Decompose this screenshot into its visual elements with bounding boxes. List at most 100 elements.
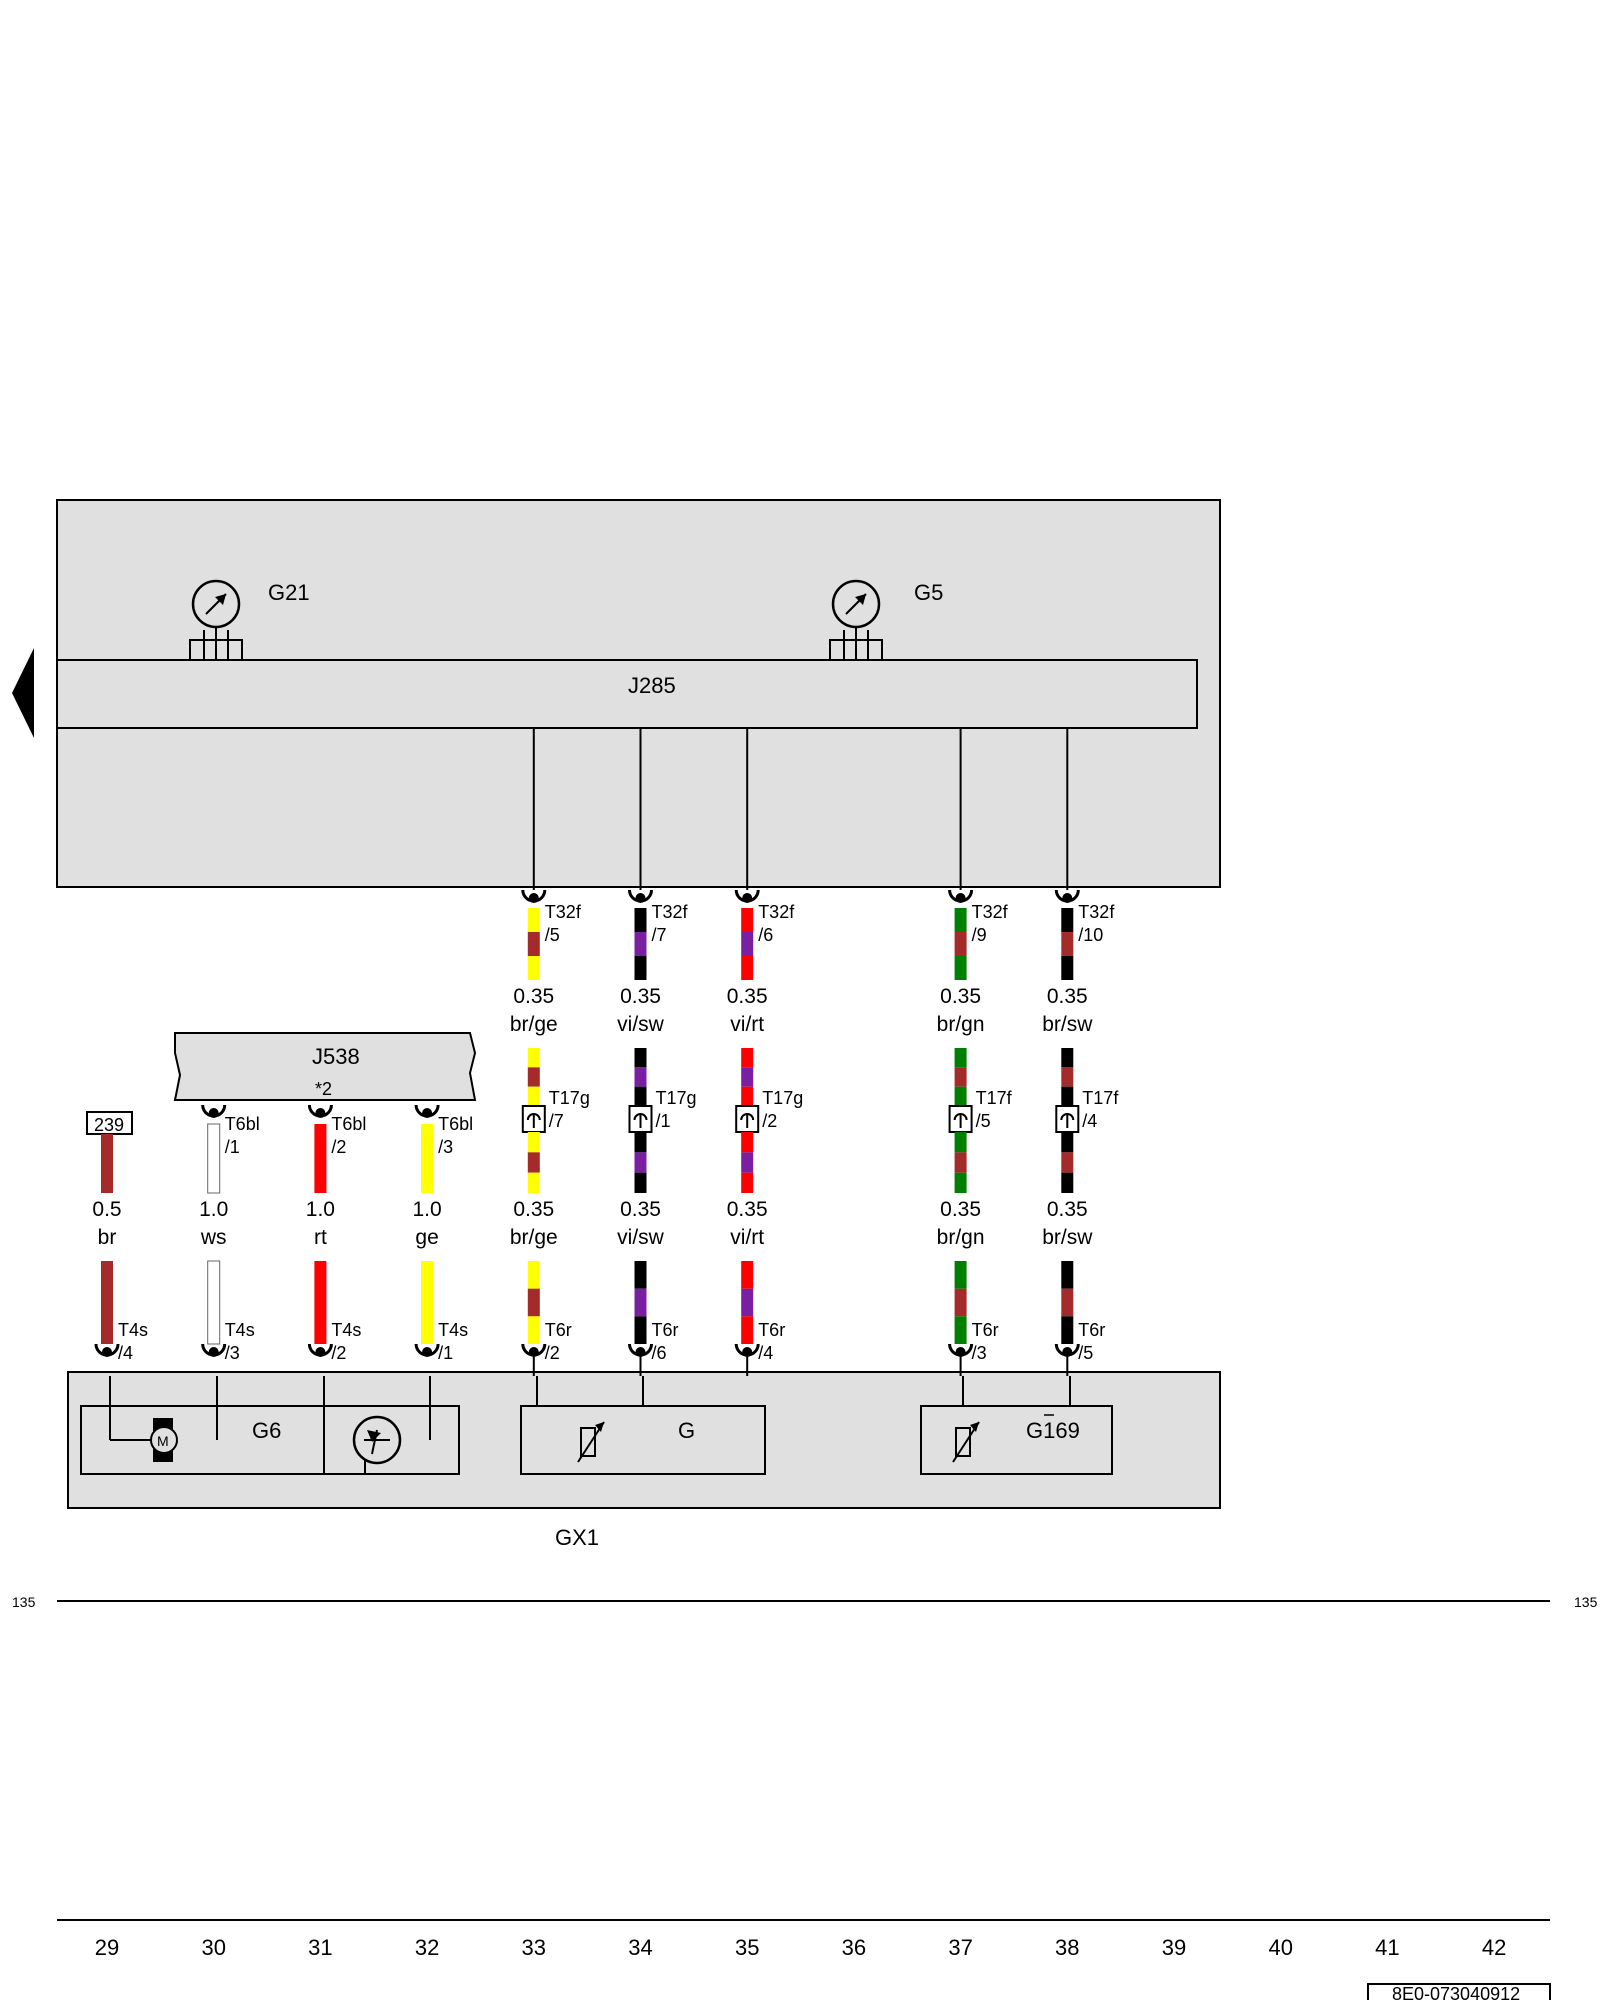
w38-lower-pin: /5 bbox=[1078, 1343, 1093, 1363]
w38-lower-socket-pin bbox=[1062, 1347, 1073, 1357]
w35-upper-stripe-a bbox=[741, 908, 754, 932]
w29-lower-socket-pin bbox=[102, 1347, 112, 1357]
gx1-label: GX1 bbox=[555, 1525, 599, 1550]
w35-lower-conn: T6r bbox=[758, 1320, 785, 1340]
w32-top-pin: /3 bbox=[438, 1137, 453, 1157]
sender-g169-icon bbox=[952, 1376, 1071, 1463]
gauge-g21: G21 bbox=[189, 579, 310, 660]
w37-mid-upper-stripe-a bbox=[954, 1048, 967, 1068]
w38-lower-color: br/sw bbox=[1042, 1226, 1093, 1249]
ruler-number: 31 bbox=[308, 1935, 332, 1960]
w38-upper-stripe-b bbox=[1061, 956, 1074, 980]
w37-mid-conn: T17f bbox=[976, 1088, 1013, 1108]
ruler-number: 37 bbox=[948, 1935, 972, 1960]
w35-lower-pin: /4 bbox=[758, 1343, 773, 1363]
w38-lower-size: 0.35 bbox=[1047, 1198, 1088, 1221]
w32-top-socket-pin bbox=[422, 1108, 433, 1118]
ruler-number: 40 bbox=[1268, 1935, 1292, 1960]
w35-lower-size: 0.35 bbox=[727, 1198, 768, 1221]
w31-lower-pin: /2 bbox=[331, 1343, 346, 1363]
w37-mid-pin: /5 bbox=[976, 1111, 991, 1131]
w34-lower-conn: T6r bbox=[652, 1320, 679, 1340]
w30-top-conn: T6bl bbox=[225, 1114, 260, 1134]
w33-lower-pin: /2 bbox=[545, 1343, 560, 1363]
w35-mid-upper-stripe-a bbox=[741, 1048, 754, 1068]
w32-lower-pin: /1 bbox=[438, 1343, 453, 1363]
w30-top-pin: /1 bbox=[225, 1137, 240, 1157]
w35-upper-size: 0.35 bbox=[727, 985, 768, 1008]
w37-lower-size: 0.35 bbox=[940, 1198, 981, 1221]
w37-lower-pin: /3 bbox=[972, 1343, 987, 1363]
w35-lower-socket-pin bbox=[742, 1347, 753, 1357]
w38-lower-conn: T6r bbox=[1078, 1320, 1105, 1340]
w38-upper-socket-pin bbox=[1062, 893, 1073, 903]
w34-upper-base bbox=[634, 932, 647, 956]
w32-color: ge bbox=[415, 1226, 438, 1249]
j285-label: J285 bbox=[628, 673, 676, 698]
motor-icon: M bbox=[150, 1418, 178, 1462]
w37-mid-upper-stripe-b bbox=[954, 1086, 967, 1106]
w31-upper bbox=[314, 1124, 327, 1193]
w33-upper-color: br/ge bbox=[510, 1013, 558, 1036]
w38-upper-base bbox=[1061, 932, 1074, 956]
w31-lower-socket-pin bbox=[315, 1347, 326, 1357]
w37-lower-stripe-b bbox=[954, 1316, 967, 1344]
w38-lower-stripe-a bbox=[1061, 1261, 1074, 1289]
w33-upper-conn: T32f bbox=[545, 902, 582, 922]
w30-lower-socket-pin bbox=[208, 1347, 219, 1357]
page-ref-right: 135 bbox=[1574, 1594, 1598, 1610]
w35-upper-pin: /6 bbox=[758, 925, 773, 945]
ruler-number: 30 bbox=[201, 1935, 225, 1960]
w34-lower-stripe-b bbox=[634, 1316, 647, 1344]
w32-upper bbox=[421, 1124, 434, 1193]
w30-top-socket-pin bbox=[208, 1108, 219, 1118]
w37-upper-size: 0.35 bbox=[940, 985, 981, 1008]
w34-upper-socket-pin bbox=[635, 893, 646, 903]
w34-lower-stripe-a bbox=[634, 1261, 647, 1289]
w35-mid-upper-stripe-b bbox=[741, 1086, 754, 1106]
w38-mid-pin: /4 bbox=[1082, 1111, 1097, 1131]
w33-upper-socket-pin bbox=[528, 893, 539, 903]
w34-lower-size: 0.35 bbox=[620, 1198, 661, 1221]
w34-lower-base bbox=[634, 1288, 647, 1317]
w31-top-socket-pin bbox=[315, 1108, 326, 1118]
w34-mid-upper-stripe-b bbox=[634, 1086, 647, 1106]
ruler-number: 35 bbox=[735, 1935, 759, 1960]
w34-lower-color: vi/sw bbox=[617, 1226, 665, 1249]
w37-mid-lower-base bbox=[954, 1152, 967, 1173]
w30-color: ws bbox=[200, 1226, 227, 1249]
j538-note: *2 bbox=[315, 1079, 332, 1099]
w31-size: 1.0 bbox=[306, 1198, 335, 1221]
w37-upper-stripe-a bbox=[954, 908, 967, 932]
w35-upper-base bbox=[741, 932, 754, 956]
w34-mid-lower-stripe-a bbox=[634, 1132, 647, 1153]
w34-mid-conn: T17g bbox=[656, 1088, 697, 1108]
w33-upper-pin: /5 bbox=[545, 925, 560, 945]
w33-mid-upper-stripe-b bbox=[527, 1086, 540, 1106]
w38-mid-upper-stripe-b bbox=[1061, 1086, 1074, 1106]
ruler-number: 32 bbox=[415, 1935, 439, 1960]
w35-lower-color: vi/rt bbox=[730, 1226, 764, 1249]
w38-mid-upper-base bbox=[1061, 1067, 1074, 1087]
w33-upper-stripe-a bbox=[527, 908, 540, 932]
w34-mid-pin: /1 bbox=[656, 1111, 671, 1131]
w38-upper-conn: T32f bbox=[1078, 902, 1115, 922]
w31-top-conn: T6bl bbox=[331, 1114, 366, 1134]
w38-mid-lower-stripe-b bbox=[1061, 1172, 1074, 1193]
svg-text:M: M bbox=[157, 1433, 169, 1449]
w30-lower bbox=[207, 1260, 221, 1345]
ruler-number: 33 bbox=[522, 1935, 546, 1960]
w35-lower-base bbox=[741, 1288, 754, 1317]
w38-lower-stripe-b bbox=[1061, 1316, 1074, 1344]
w30-lower-pin: /3 bbox=[225, 1343, 240, 1363]
w29-color: br bbox=[98, 1226, 117, 1249]
w33-mid-upper-base bbox=[527, 1067, 540, 1087]
j538-label: J538 bbox=[312, 1044, 360, 1069]
ruler-number: 41 bbox=[1375, 1935, 1399, 1960]
ruler-number: 36 bbox=[842, 1935, 866, 1960]
w35-mid-lower-stripe-b bbox=[741, 1172, 754, 1193]
w37-mid-upper-base bbox=[954, 1067, 967, 1087]
g169-label: G169 bbox=[1026, 1418, 1080, 1443]
